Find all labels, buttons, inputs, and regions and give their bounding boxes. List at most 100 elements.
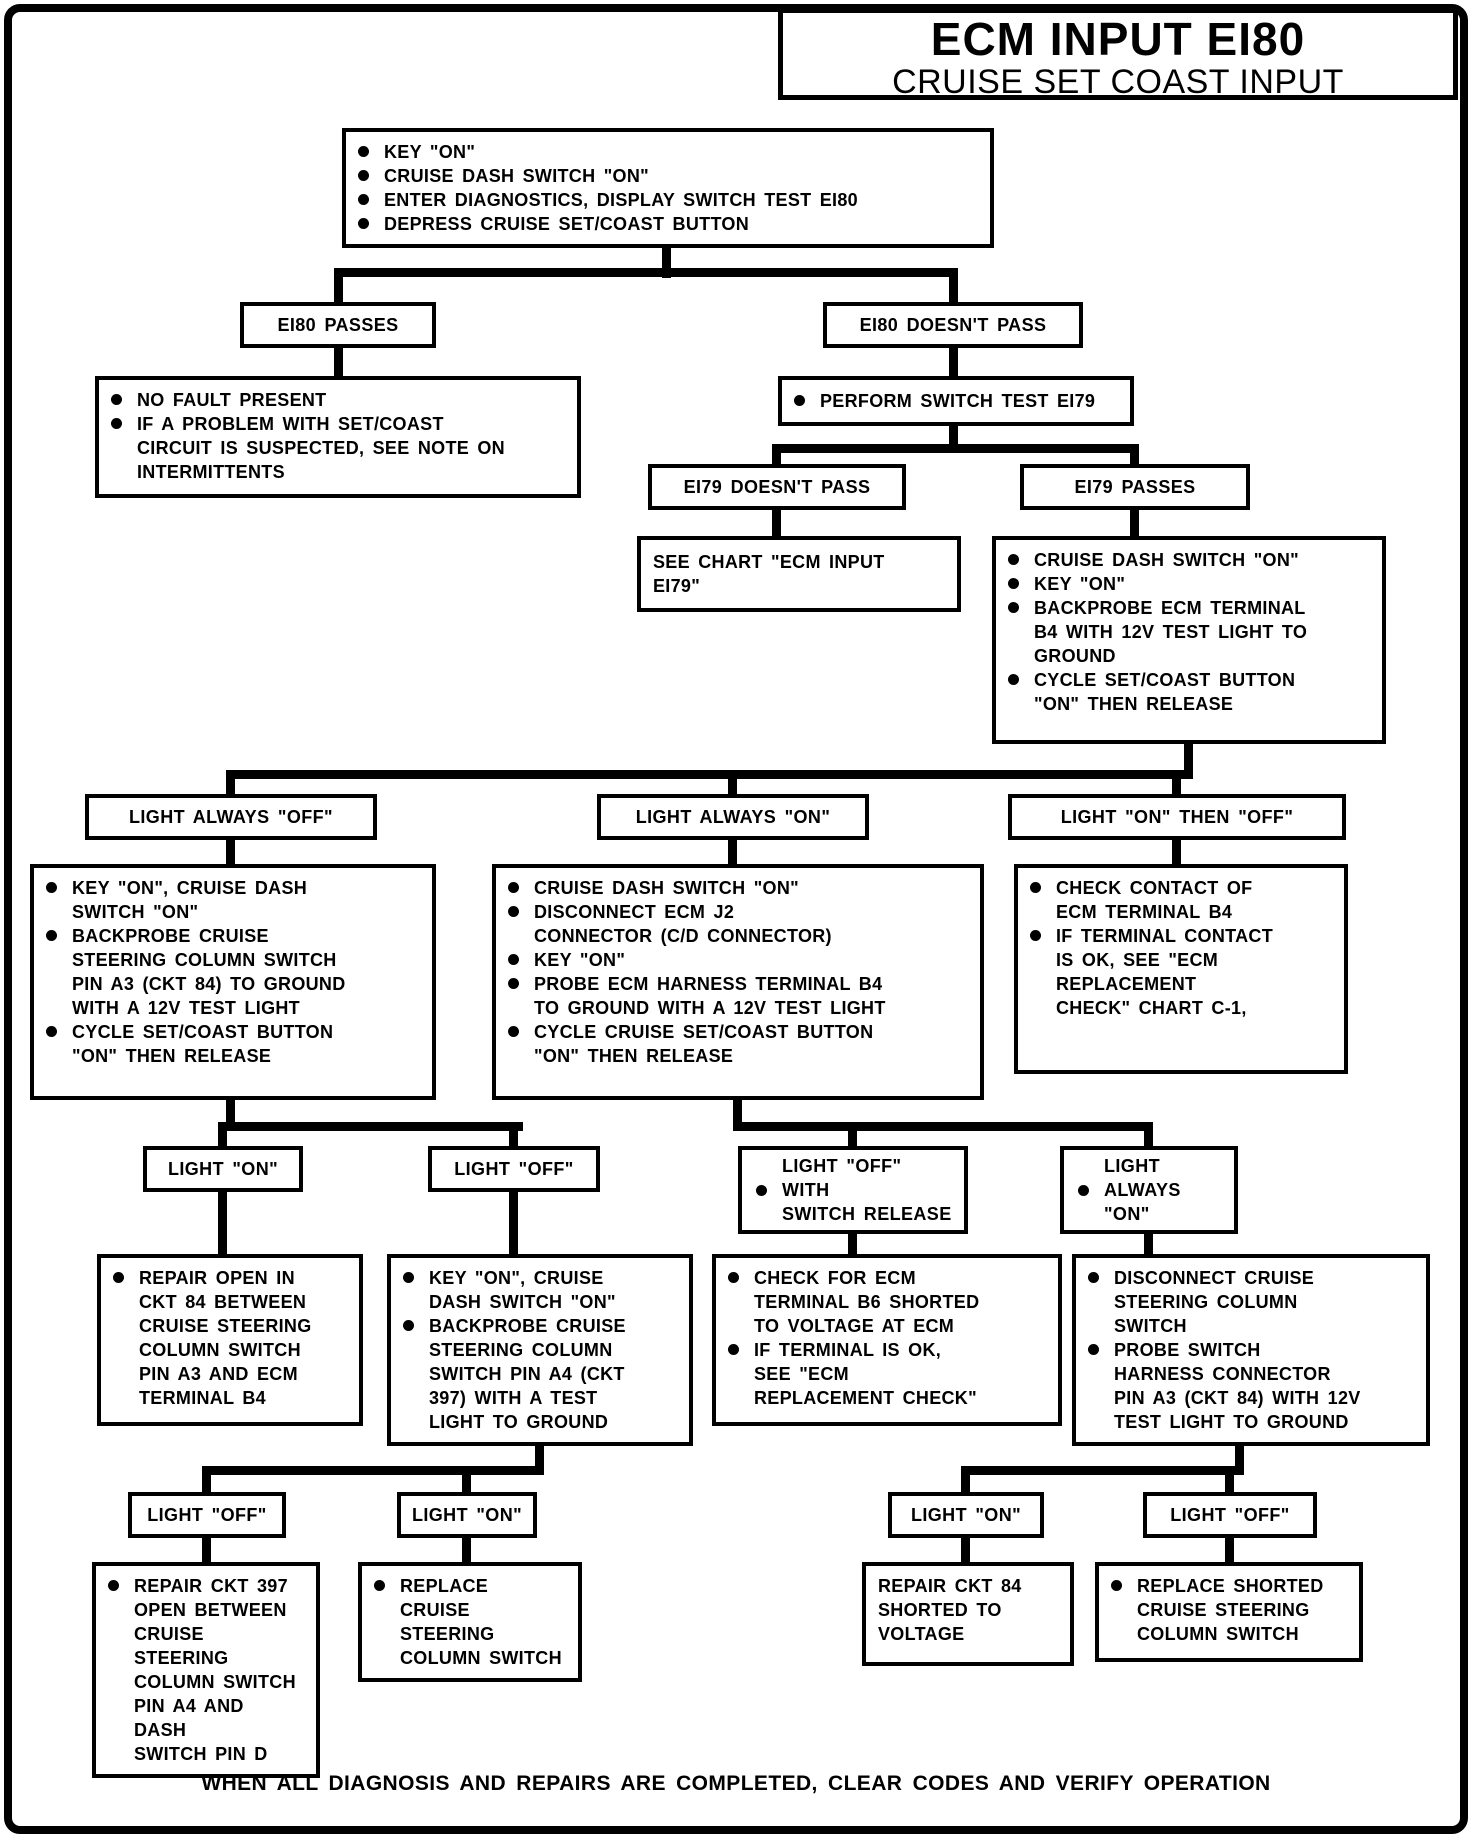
step-text: DEPRESS CRUISE SET/COAST BUTTON bbox=[384, 214, 750, 234]
decision-light-on-b: LIGHT "ON" bbox=[397, 1492, 537, 1538]
step-text: BACKPROBE CRUISE STEERING COLUMN SWITCH … bbox=[72, 926, 346, 1018]
bullet-icon bbox=[358, 170, 369, 181]
step-text: PERFORM SWITCH TEST EI79 bbox=[820, 391, 1096, 411]
connector bbox=[772, 444, 1139, 453]
connector bbox=[728, 774, 737, 798]
bullet-icon bbox=[358, 146, 369, 157]
decision-light-always-on: LIGHT ALWAYS "ON" bbox=[597, 794, 869, 840]
decision-light-always-on-2: LIGHT ALWAYS "ON" bbox=[1060, 1146, 1238, 1234]
step-item: KEY "ON" bbox=[358, 140, 976, 164]
step-item: REPAIR CKT 397 OPEN BETWEEN CRUISE STEER… bbox=[108, 1574, 302, 1766]
chart-title-box: ECM INPUT EI80 CRUISE SET COAST INPUT bbox=[778, 8, 1458, 100]
decision-label: EI80 DOESN'T PASS bbox=[859, 315, 1047, 335]
bullet-icon bbox=[113, 1272, 124, 1283]
step-text: CYCLE SET/COAST BUTTON "ON" THEN RELEASE bbox=[1034, 670, 1296, 714]
connector bbox=[733, 1122, 1153, 1131]
connector bbox=[226, 836, 235, 868]
step-text: CYCLE SET/COAST BUTTON "ON" THEN RELEASE bbox=[72, 1022, 334, 1066]
decision-ei79-passes: EI79 PASSES bbox=[1020, 464, 1250, 510]
connector bbox=[1184, 740, 1193, 776]
decision-light-off-b: LIGHT "OFF" bbox=[128, 1492, 286, 1538]
node-ei79-pass-steps: CRUISE DASH SWITCH "ON" KEY "ON" BACKPRO… bbox=[992, 536, 1386, 744]
footer-note: WHEN ALL DIAGNOSIS AND REPAIRS ARE COMPL… bbox=[201, 1772, 1271, 1795]
bullet-icon bbox=[508, 882, 519, 893]
connector bbox=[961, 1470, 970, 1496]
step-text: IF TERMINAL IS OK, SEE "ECM REPLACEMENT … bbox=[754, 1340, 977, 1408]
bullet-icon bbox=[756, 1184, 767, 1196]
step-text: PROBE SWITCH HARNESS CONNECTOR PIN A3 (C… bbox=[1114, 1340, 1361, 1432]
bullet-icon bbox=[374, 1580, 385, 1591]
decision-label: EI79 DOESN'T PASS bbox=[683, 477, 871, 497]
bullet-icon bbox=[728, 1272, 739, 1283]
connector bbox=[848, 1126, 857, 1150]
bullet-icon bbox=[403, 1320, 414, 1331]
step-item: CRUISE DASH SWITCH "ON" bbox=[358, 164, 976, 188]
chart-subtitle: CRUISE SET COAST INPUT bbox=[892, 63, 1344, 101]
step-item: REPLACE SHORTED CRUISE STEERING COLUMN S… bbox=[1111, 1574, 1345, 1646]
step-text: CHECK FOR ECM TERMINAL B6 SHORTED TO VOL… bbox=[754, 1268, 980, 1336]
connector bbox=[1172, 774, 1181, 798]
bullet-icon bbox=[1030, 882, 1041, 893]
decision-light-off-with-switch-release: LIGHT "OFF" WITH SWITCH RELEASE bbox=[738, 1146, 968, 1234]
connector bbox=[218, 1122, 523, 1131]
step-item: IF TERMINAL CONTACT IS OK, SEE "ECM REPL… bbox=[1030, 924, 1330, 1020]
bullet-icon bbox=[508, 1026, 519, 1037]
connector bbox=[462, 1470, 471, 1496]
connector bbox=[1144, 1214, 1153, 1258]
bullet-icon bbox=[1008, 554, 1019, 565]
step-text: KEY "ON" bbox=[1034, 574, 1126, 594]
connector bbox=[961, 1534, 970, 1566]
connector bbox=[1144, 1126, 1153, 1150]
decision-label: LIGHT ALWAYS "ON" bbox=[1104, 1156, 1181, 1224]
step-item: CYCLE SET/COAST BUTTON "ON" THEN RELEASE bbox=[46, 1020, 418, 1068]
node-start: KEY "ON" CRUISE DASH SWITCH "ON" ENTER D… bbox=[342, 128, 994, 248]
step-item: KEY "ON", CRUISE DASH SWITCH "ON" bbox=[46, 876, 418, 924]
step-text: CRUISE DASH SWITCH "ON" bbox=[384, 166, 649, 186]
connector bbox=[949, 424, 958, 452]
step-item: CHECK FOR ECM TERMINAL B6 SHORTED TO VOL… bbox=[728, 1266, 1044, 1338]
decision-ei80-passes: EI80 PASSES bbox=[240, 302, 436, 348]
bullet-icon bbox=[108, 1580, 119, 1591]
decision-label: LIGHT "ON" THEN "OFF" bbox=[1060, 807, 1294, 827]
step-text: REPAIR OPEN IN CKT 84 BETWEEN CRUISE STE… bbox=[139, 1268, 312, 1408]
connector bbox=[202, 1534, 211, 1566]
bullet-icon bbox=[1078, 1184, 1089, 1196]
step-text: KEY "ON", CRUISE DASH SWITCH "ON" bbox=[429, 1268, 616, 1312]
connector bbox=[772, 506, 781, 540]
connector bbox=[1130, 448, 1139, 468]
decision-ei79-doesnt-pass: EI79 DOESN'T PASS bbox=[648, 464, 906, 510]
decision-label: LIGHT "OFF" bbox=[454, 1159, 574, 1179]
connector bbox=[334, 272, 343, 306]
bullet-icon bbox=[1088, 1272, 1099, 1283]
step-text: BACKPROBE ECM TERMINAL B4 WITH 12V TEST … bbox=[1034, 598, 1308, 666]
step-text: CRUISE DASH SWITCH "ON" bbox=[534, 878, 799, 898]
bullet-icon bbox=[508, 954, 519, 965]
node-replace-shorted-switch: REPLACE SHORTED CRUISE STEERING COLUMN S… bbox=[1095, 1562, 1363, 1662]
node-text: SEE CHART "ECM INPUT EI79" bbox=[653, 552, 885, 596]
connector bbox=[949, 344, 958, 380]
bullet-icon bbox=[1008, 578, 1019, 589]
node-replace-column-switch: REPLACE CRUISE STEERING COLUMN SWITCH bbox=[358, 1562, 582, 1682]
step-item: PROBE ECM HARNESS TERMINAL B4 TO GROUND … bbox=[508, 972, 966, 1020]
connector bbox=[218, 1126, 227, 1150]
step-item: PERFORM SWITCH TEST EI79 bbox=[794, 389, 1116, 413]
step-text: ENTER DIAGNOSTICS, DISPLAY SWITCH TEST E… bbox=[384, 190, 858, 210]
connector bbox=[202, 1470, 211, 1496]
connector bbox=[772, 448, 781, 468]
step-item: KEY "ON" bbox=[1008, 572, 1368, 596]
decision-light-on-a: LIGHT "ON" bbox=[143, 1146, 303, 1192]
step-item: NO FAULT PRESENT bbox=[111, 388, 563, 412]
decision-label: LIGHT "OFF" bbox=[1170, 1505, 1290, 1525]
decision-label: LIGHT ALWAYS "OFF" bbox=[129, 807, 333, 827]
step-text: DISCONNECT ECM J2 CONNECTOR (C/D CONNECT… bbox=[534, 902, 832, 946]
step-item: CRUISE DASH SWITCH "ON" bbox=[508, 876, 966, 900]
step-item: DISCONNECT CRUISE STEERING COLUMN SWITCH bbox=[1088, 1266, 1412, 1338]
node-text: REPAIR CKT 84 SHORTED TO VOLTAGE bbox=[878, 1576, 1022, 1644]
bullet-icon bbox=[1008, 602, 1019, 613]
step-item: IF A PROBLEM WITH SET/COAST CIRCUIT IS S… bbox=[111, 412, 563, 484]
step-text: KEY "ON" bbox=[384, 142, 476, 162]
node-on-then-off-steps: CHECK CONTACT OF ECM TERMINAL B4 IF TERM… bbox=[1014, 864, 1348, 1074]
connector bbox=[226, 770, 1193, 779]
bullet-icon bbox=[508, 978, 519, 989]
